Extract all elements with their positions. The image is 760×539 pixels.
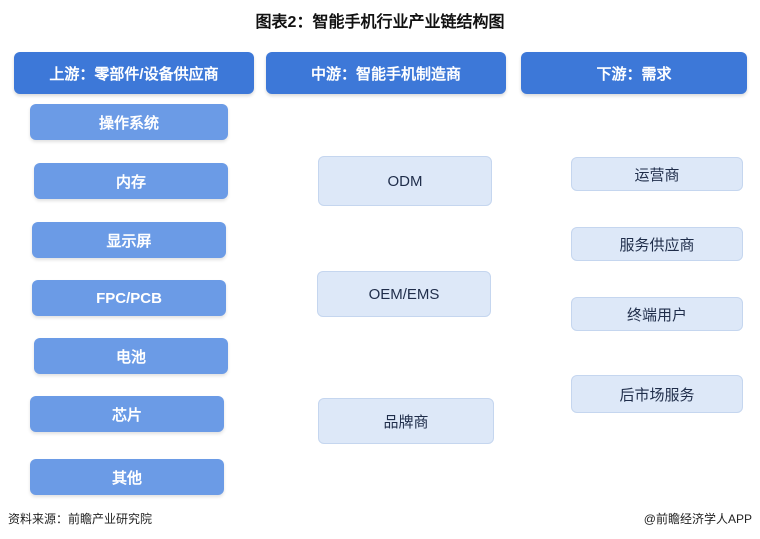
downstream-item-service-provider: 服务供应商 xyxy=(571,227,743,261)
upstream-item-other: 其他 xyxy=(30,459,224,495)
upstream-item-memory: 内存 xyxy=(34,163,228,199)
chart-title: 图表2：智能手机行业产业链结构图 xyxy=(255,14,505,31)
midstream-header: 中游：智能手机制造商 xyxy=(266,52,506,94)
upstream-item-battery: 电池 xyxy=(34,338,228,374)
midstream-item-brand: 品牌商 xyxy=(318,398,494,444)
upstream-header: 上游：零部件/设备供应商 xyxy=(14,52,254,94)
upstream-item-display: 显示屏 xyxy=(32,222,226,258)
downstream-item-aftermarket: 后市场服务 xyxy=(571,375,743,413)
upstream-item-fpc-pcb: FPC/PCB xyxy=(32,280,226,316)
downstream-header: 下游：需求 xyxy=(521,52,747,94)
midstream-item-odm: ODM xyxy=(318,156,492,206)
midstream-item-oem-ems: OEM/EMS xyxy=(317,271,491,317)
upstream-item-os: 操作系统 xyxy=(30,104,228,140)
upstream-item-chip: 芯片 xyxy=(30,396,224,432)
source-note: 资料来源：前瞻产业研究院 xyxy=(8,512,153,526)
downstream-item-carrier: 运营商 xyxy=(571,157,743,191)
credit-note: @前瞻经济学人APP xyxy=(643,512,752,526)
downstream-item-end-user: 终端用户 xyxy=(571,297,743,331)
